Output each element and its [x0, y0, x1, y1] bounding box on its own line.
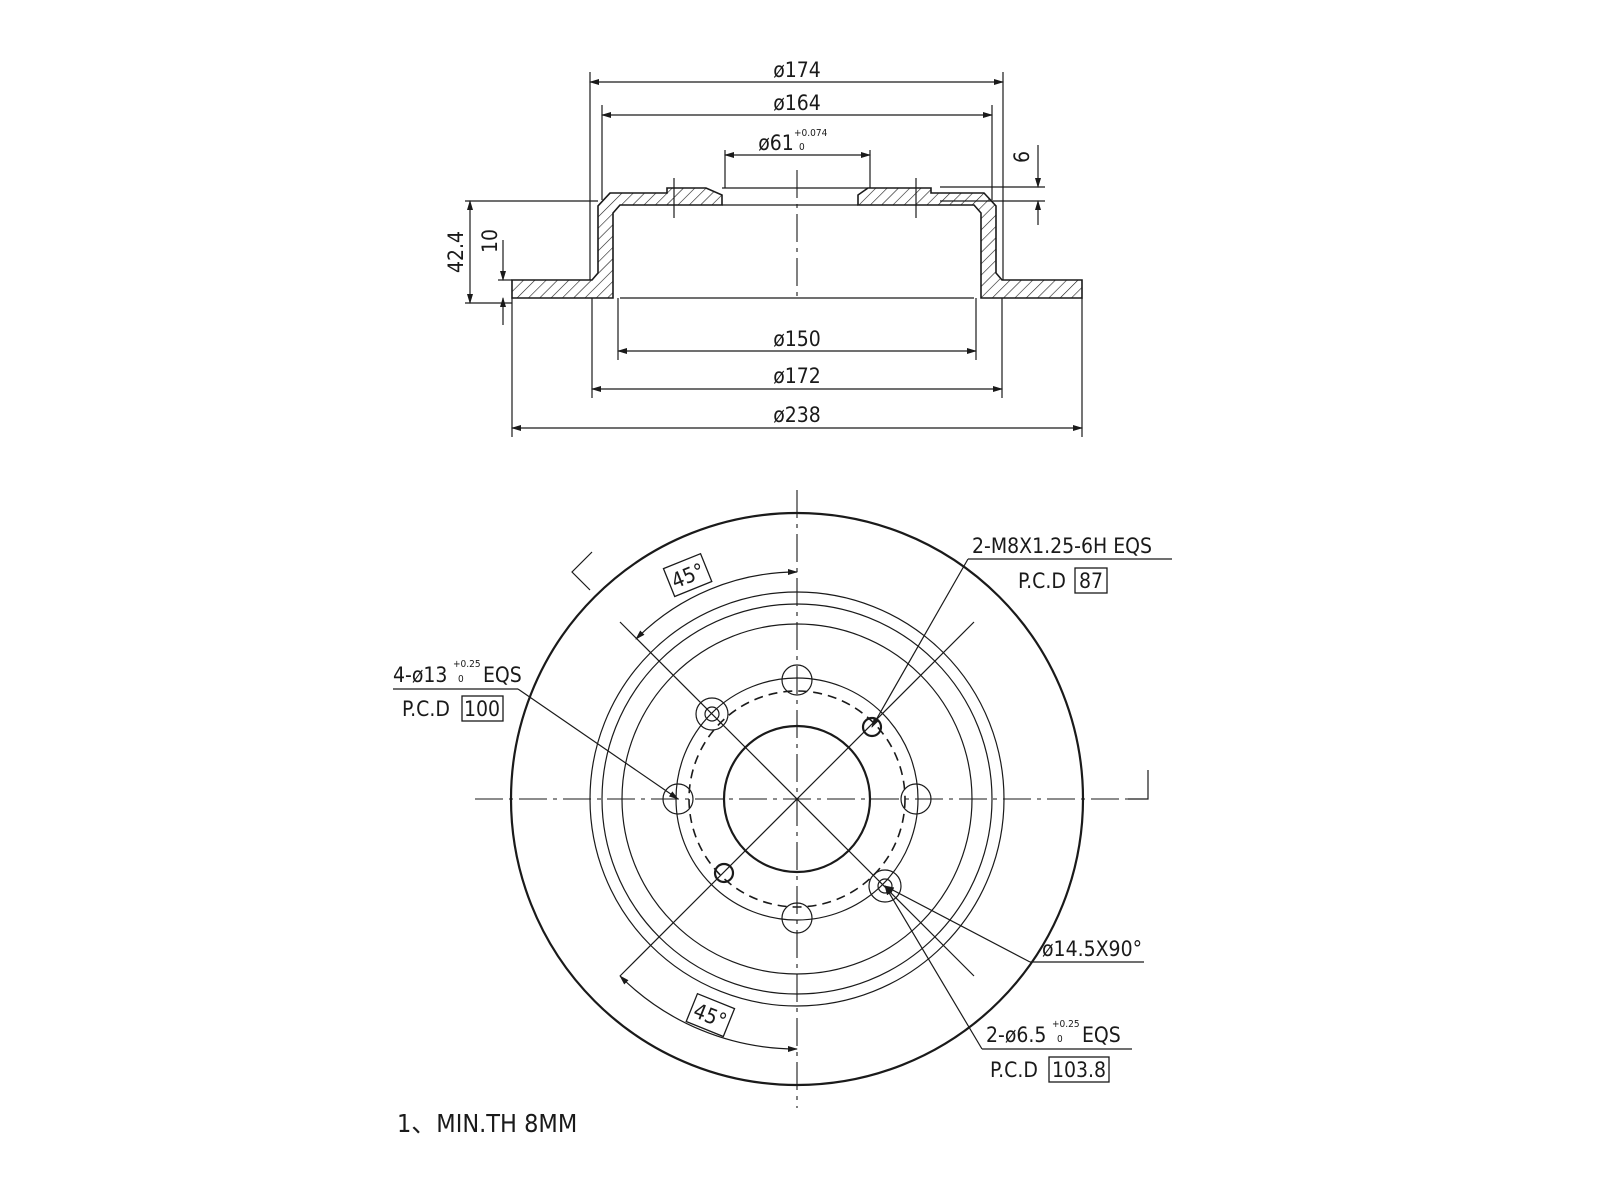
side-section-view: ø174 ø164 ø61 +0.074 0 ø150 ø172 ø238 42…: [444, 58, 1083, 437]
bolt-tol-lower: 0: [458, 674, 464, 685]
cut-mark-left: [571, 551, 593, 591]
pin-pcd-box: [1048, 1056, 1110, 1083]
dim-42-4: 42.4: [444, 231, 468, 273]
cut-mark-right: [1128, 770, 1149, 800]
thread-pcd-value: 87: [1079, 569, 1103, 593]
bolt-leader: [517, 688, 679, 800]
bolt-holes: [662, 664, 932, 934]
bolt-hole-top: [781, 664, 813, 696]
section-left: [511, 187, 723, 299]
dim-61: ø61: [758, 131, 794, 155]
countersink-outer-1: [695, 697, 729, 731]
dim-172: ø172: [773, 364, 821, 388]
angle-box-bottom: [685, 992, 736, 1038]
countersink-inner-1: [704, 706, 720, 722]
front-view: 45° 45° 2-M8X1.25-6H EQS P.C.D 87 4-ø13 …: [393, 490, 1172, 1108]
angle-arc-top: [635, 569, 798, 640]
dim-10: 10: [478, 229, 502, 253]
dim-61-tol-upper: +0.074: [794, 128, 828, 139]
min-thickness-note: 1、MIN.TH 8MM: [397, 1109, 577, 1138]
threaded-hole-2: [713, 862, 735, 884]
dim-150: ø150: [773, 327, 821, 351]
bolt-tol-upper: +0.25: [453, 659, 481, 670]
dim-174: ø174: [773, 58, 821, 82]
thread-leader: [871, 558, 969, 728]
bolt-hole-bottom: [781, 902, 813, 934]
bolt-pcd-label: P.C.D: [402, 697, 450, 721]
disc-outer-edge: [509, 511, 1085, 1087]
diagonal-center-line-2: [619, 621, 975, 977]
pin-tol-upper: +0.25: [1052, 1019, 1080, 1030]
center-bore: [722, 724, 872, 874]
pin-pcd-label: P.C.D: [990, 1058, 1038, 1082]
bolt-callout-suffix: EQS: [483, 663, 522, 687]
dim-164: ø164: [773, 91, 821, 115]
thread-callout: 2-M8X1.25-6H EQS: [972, 534, 1152, 558]
bolt-hole-left: [662, 783, 694, 815]
thread-pcd-box: [1074, 567, 1108, 594]
countersink-callout: ø14.5X90°: [1042, 937, 1142, 961]
pin-callout-prefix: 2-ø6.5: [986, 1023, 1046, 1047]
angle-box-top: [662, 552, 713, 598]
bolt-callout-prefix: 4-ø13: [393, 663, 447, 687]
section-right: [857, 187, 1083, 299]
dim-238: ø238: [773, 403, 821, 427]
pin-callout-suffix: EQS: [1082, 1023, 1121, 1047]
pin-tol-lower: 0: [1057, 1034, 1063, 1045]
bolt-pcd-value: 100: [464, 697, 500, 721]
dim-6: 6: [1010, 151, 1034, 163]
countersink-leader: [884, 885, 1031, 963]
hidden-hub-line: [688, 690, 906, 908]
angle-arc-bottom: [619, 975, 798, 1053]
pin-pcd-value: 103.8: [1052, 1058, 1106, 1082]
bolt-hole-right: [900, 783, 932, 815]
thread-pcd-label: P.C.D: [1018, 569, 1066, 593]
bolt-pcd-box: [461, 695, 504, 722]
dim-61-tol-lower: 0: [799, 142, 805, 153]
pin-leader: [884, 885, 983, 1050]
countersink-outer-2: [868, 869, 902, 903]
